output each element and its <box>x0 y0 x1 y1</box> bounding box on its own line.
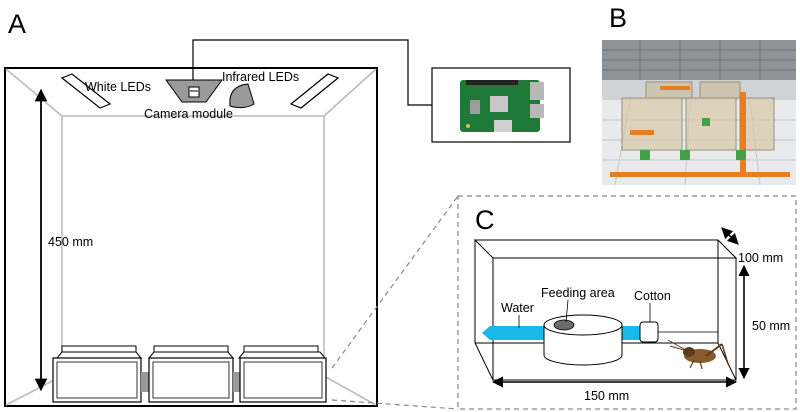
feeding-dish <box>543 314 623 366</box>
box-connector-1 <box>141 372 149 392</box>
rearing-box-3 <box>237 345 327 403</box>
panel-label-a: A <box>8 9 26 39</box>
panel-label-b: B <box>609 3 627 33</box>
rearing-box-1 <box>52 345 143 403</box>
white-led-left <box>60 73 112 109</box>
feeding-area-label: Feeding area <box>541 286 615 300</box>
depth-dimension-arrow <box>721 227 739 245</box>
height-c-dimension-label: 50 mm <box>752 319 790 333</box>
camera-cable <box>192 39 432 106</box>
infrared-leds-label: Infrared LEDs <box>222 70 299 84</box>
depth-dimension-label: 100 mm <box>738 251 783 265</box>
camera-module <box>165 79 223 103</box>
box-connector-2 <box>233 372 241 392</box>
cotton-label: Cotton <box>634 289 671 303</box>
camera-module-label: Camera module <box>144 107 233 121</box>
zoom-line-bottom <box>331 399 459 410</box>
cotton-plug <box>639 321 718 343</box>
height-dimension-label: 450 mm <box>48 235 93 249</box>
white-leds-label: White LEDs <box>85 80 151 94</box>
infrared-led <box>229 83 255 109</box>
panel-label-c: C <box>475 205 495 235</box>
width-dimension-label: 150 mm <box>584 389 629 403</box>
water-label: Water <box>501 301 534 315</box>
rearing-chambers-photo <box>602 40 796 186</box>
white-led-right <box>289 73 340 109</box>
feeding-area-leader <box>565 299 569 323</box>
rearing-box-2 <box>147 345 235 403</box>
cricket-icon <box>667 339 729 370</box>
raspberry-pi-board <box>431 67 571 143</box>
